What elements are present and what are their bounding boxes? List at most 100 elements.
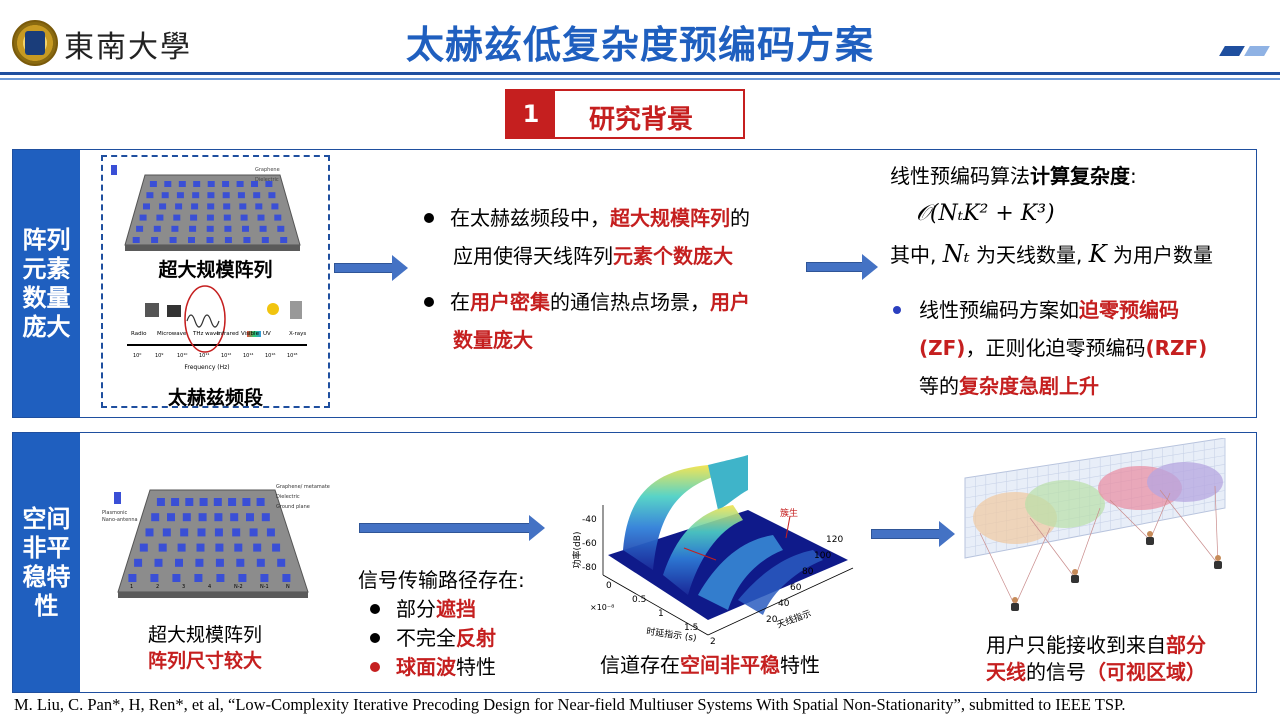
array-caption-red: 阵列尺寸较大 (147, 650, 262, 672)
svg-text:10¹⁶: 10¹⁶ (265, 353, 275, 359)
antenna-element (156, 214, 164, 221)
highlight-text: 用户 (710, 290, 750, 314)
antenna-element (261, 513, 270, 522)
bullet-thz-array-cont: 应用使得天线阵列元素个数庞大 (424, 237, 784, 275)
antenna-element (207, 192, 215, 199)
z-tick-label: -60 (582, 539, 597, 549)
symbol-k: K (1088, 240, 1107, 268)
spectrum-band-label: Radio (131, 331, 147, 337)
antenna-element (256, 558, 265, 567)
array-index-label: 3 (182, 584, 185, 590)
complexity-intro: 线性预编码算法计算复杂度: (890, 157, 1250, 195)
antenna-element (195, 558, 204, 567)
text: 用户只能接收到来自 (986, 633, 1166, 657)
svg-text:10¹⁴: 10¹⁴ (243, 353, 253, 359)
path-item-reflection: 不完全反射 (358, 624, 578, 653)
highlight-text: 数量庞大 (453, 328, 533, 352)
x-tick-label: 1 (658, 609, 664, 619)
antenna-element (175, 203, 183, 210)
bullet-dot (893, 305, 901, 314)
text: 特性 (456, 655, 496, 679)
spectrum-band-label: X-rays (289, 331, 306, 337)
svg-text:×10⁻⁸: ×10⁻⁸ (590, 603, 614, 612)
section-number: 1 (507, 91, 555, 137)
antenna-element (171, 225, 179, 232)
arrow-right-3 (359, 515, 545, 541)
svg-text:功率(dB): 功率(dB) (571, 532, 583, 569)
bullet-dense-users-cont: 数量庞大 (424, 321, 784, 359)
svg-text:天线指示: 天线指示 (775, 607, 813, 631)
antenna-element (134, 558, 143, 567)
highlight-text: （可视区域） (1086, 660, 1206, 684)
antenna-element (206, 214, 214, 221)
antenna-element (242, 225, 249, 232)
antenna-element (224, 237, 232, 243)
antenna-element (176, 192, 184, 199)
antenna-element (214, 528, 223, 537)
section-badge: 1 研究背景 (505, 89, 745, 139)
antenna-element (161, 192, 169, 199)
user-icon (1011, 597, 1019, 611)
antenna-element (249, 528, 258, 537)
text: 的 (730, 206, 750, 230)
antenna-element (194, 574, 203, 582)
large-array-illustration: Graphene Dielectric (111, 165, 301, 251)
spectrum-band-label: Visible (241, 331, 260, 337)
path-item-blockage: 部分遮挡 (358, 595, 578, 624)
bullet-precoding: 线性预编码方案如迫零预编码 (ZF)，正则化迫零预编码(RZF) 等的复杂度急剧… (893, 291, 1233, 405)
antenna-element (266, 528, 275, 537)
antenna-element (232, 528, 241, 537)
y-tick-label: 100 (814, 551, 831, 561)
svg-text:10¹⁸: 10¹⁸ (287, 353, 297, 359)
spectrum-band-label: THz wave (192, 331, 220, 337)
antenna-element (242, 498, 251, 506)
antenna-element (222, 181, 230, 187)
text: ，正则化迫零预编码 (965, 336, 1146, 360)
array-caption-2: 超大规模阵列 阵列尺寸较大 (120, 622, 290, 674)
highlight-text: (RZF) (1145, 336, 1208, 360)
antenna-element (171, 498, 180, 506)
antenna-element (136, 225, 144, 232)
text: 等的 (919, 374, 959, 398)
array-index-label: 4 (208, 584, 211, 590)
text: 的信号 (1026, 660, 1086, 684)
antenna-element (223, 214, 231, 221)
header-divider (0, 72, 1280, 75)
antenna-element (191, 203, 199, 210)
svg-text:Graphene: Graphene (255, 167, 280, 173)
bullet-dot (370, 603, 380, 614)
plot-caption: 信道存在空间非平稳特性 (600, 650, 880, 680)
antenna-element (246, 513, 254, 522)
arrow-right-1 (334, 255, 408, 281)
bullet-precoding-line2: (ZF)，正则化迫零预编码(RZF) (893, 329, 1233, 367)
antenna-element (237, 192, 245, 199)
user-icon (1071, 569, 1079, 583)
antenna-element (224, 225, 232, 232)
array-layer-label: Graphene/ metamaterial (276, 484, 330, 490)
highlight-text: 迫零预编码 (1079, 298, 1179, 322)
antenna-element (223, 203, 231, 210)
antenna-element (153, 225, 161, 232)
bullet-dense-users: 在用户密集的通信热点场景，用户 (424, 283, 784, 321)
section-label: 研究背景 (589, 105, 694, 135)
x-tick-label: 0 (606, 581, 612, 591)
antenna-element (236, 558, 245, 567)
text: 特性 (780, 653, 820, 677)
z-tick-label: -40 (582, 515, 597, 525)
y-tick-label: 60 (790, 583, 802, 593)
array-layer-label: Ground plane (276, 504, 310, 510)
antenna-element (190, 214, 198, 221)
antenna-element (277, 558, 286, 567)
antenna-element (180, 528, 189, 537)
array-element-label: Plasmonic (102, 510, 128, 516)
text: 在 (450, 290, 470, 314)
array-layer-label: Dielectric (276, 494, 300, 500)
antenna-element (132, 237, 140, 243)
antenna-element (150, 574, 159, 582)
antenna-element (128, 574, 137, 582)
antenna-element (213, 498, 222, 506)
complexity-where: 其中, Nₜ 为天线数量, K 为用户数量 (890, 235, 1250, 274)
text: 线性预编码算法 (890, 164, 1030, 188)
antenna-element (260, 574, 269, 582)
highlight-text: 天线 (986, 660, 1026, 684)
